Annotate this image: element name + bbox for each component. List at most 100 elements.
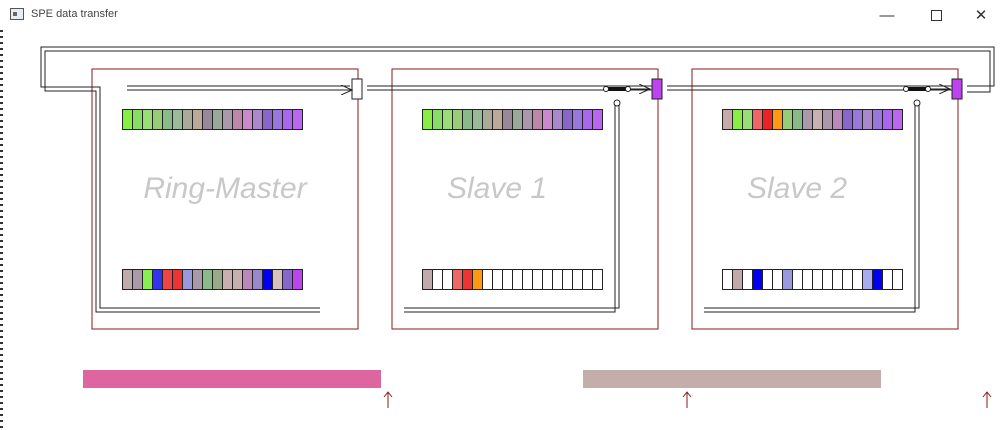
minimize-button[interactable]: —	[864, 0, 910, 30]
minimize-icon: —	[879, 6, 895, 24]
top-buffer-cell	[802, 109, 813, 130]
position-arrow-icon	[982, 391, 992, 408]
top-buffer-cell	[592, 109, 603, 130]
top-buffer-cell	[842, 109, 853, 130]
switch-node	[625, 86, 631, 92]
bottom-buffer-cell	[532, 269, 543, 290]
bottom-buffer-cell	[242, 269, 253, 290]
panel-2	[691, 68, 963, 330]
top-buffer-cell	[742, 109, 753, 130]
switch-node	[603, 86, 609, 92]
switch-node	[913, 99, 921, 107]
top-buffer-cell	[582, 109, 593, 130]
slave-internal-wire	[404, 103, 620, 309]
connector-box	[351, 78, 363, 100]
top-buffer-cell	[492, 109, 503, 130]
panel-label-slave-2: Slave 2	[746, 172, 848, 205]
transfer-progress-bar	[583, 370, 881, 388]
top-buffer-cell	[172, 109, 183, 130]
position-arrow-icon	[383, 391, 393, 408]
top-buffer-cell	[562, 109, 573, 130]
bottom-buffer-cell	[832, 269, 843, 290]
top-buffer-cell	[522, 109, 533, 130]
bottom-buffer-cell	[442, 269, 453, 290]
top-buffer-cell	[252, 109, 263, 130]
bottom-buffer-cell	[882, 269, 893, 290]
bottom-buffer-cell	[152, 269, 163, 290]
bottom-buffer-cell	[182, 269, 193, 290]
bottom-buffer-cell	[162, 269, 173, 290]
top-buffer-cell	[202, 109, 213, 130]
bottom-buffer-cell	[512, 269, 523, 290]
top-buffer-cell	[752, 109, 763, 130]
bottom-buffer-cell	[452, 269, 463, 290]
panel-label-slave-1: Slave 1	[446, 172, 548, 205]
top-buffer-cell	[262, 109, 273, 130]
top-buffer-cell	[852, 109, 863, 130]
top-buffer-cell	[232, 109, 243, 130]
title-bar: SPE data transfer — ✕	[0, 0, 1000, 30]
close-icon: ✕	[974, 7, 988, 24]
top-buffer-cell	[292, 109, 303, 130]
top-buffer-cell	[872, 109, 883, 130]
bottom-buffer-cell	[432, 269, 443, 290]
panel-border	[91, 68, 359, 330]
bottom-buffer-cell	[732, 269, 743, 290]
top-buffer-cell	[822, 109, 833, 130]
panel-border	[391, 68, 659, 330]
bottom-buffer-cell	[762, 269, 773, 290]
bottom-buffer-cell	[802, 269, 813, 290]
top-buffer-cell	[532, 109, 543, 130]
bottom-buffer-cell	[812, 269, 823, 290]
top-buffer-cell	[142, 109, 153, 130]
top-buffer-cell	[862, 109, 873, 130]
bottom-buffer-cell	[212, 269, 223, 290]
top-buffer-cell	[242, 109, 253, 130]
bottom-buffer-cell	[482, 269, 493, 290]
bottom-buffer-cell	[462, 269, 473, 290]
top-buffer-cell	[122, 109, 133, 130]
connector-box	[951, 78, 963, 100]
top-buffer-cell	[462, 109, 473, 130]
bottom-buffer-cell	[122, 269, 133, 290]
bottom-buffer-cell	[542, 269, 553, 290]
bottom-buffer-cell	[472, 269, 483, 290]
bottom-buffer-cell	[792, 269, 803, 290]
panel-0	[91, 68, 363, 330]
connector-box	[651, 78, 663, 100]
bottom-buffer-cell	[282, 269, 293, 290]
top-buffer-cell	[482, 109, 493, 130]
top-buffer-cell	[182, 109, 193, 130]
bottom-buffer-cell	[892, 269, 903, 290]
bottom-buffer-cell	[202, 269, 213, 290]
bottom-buffer-cell	[142, 269, 153, 290]
top-buffer-cell	[882, 109, 893, 130]
top-buffer-cell	[472, 109, 483, 130]
bottom-buffer-cell	[822, 269, 833, 290]
top-buffer-cell	[552, 109, 563, 130]
maximize-button[interactable]	[913, 0, 959, 30]
window-title: SPE data transfer	[31, 8, 118, 20]
bottom-buffer-cell	[272, 269, 283, 290]
top-buffer-cell	[132, 109, 143, 130]
top-buffer-cell	[772, 109, 783, 130]
bottom-buffer-cell	[862, 269, 873, 290]
top-buffer-cell	[442, 109, 453, 130]
top-buffer-cell	[892, 109, 903, 130]
top-buffer-cell	[222, 109, 233, 130]
switch-node	[613, 99, 621, 107]
close-button[interactable]: ✕	[958, 0, 1000, 30]
switch-node	[925, 86, 931, 92]
bottom-buffer-cell	[192, 269, 203, 290]
bottom-buffer-cell	[502, 269, 513, 290]
top-buffer-cell	[422, 109, 433, 130]
bottom-buffer-cell	[522, 269, 533, 290]
top-buffer-cell	[812, 109, 823, 130]
top-buffer-cell	[192, 109, 203, 130]
top-buffer-cell	[272, 109, 283, 130]
top-buffer-cell	[452, 109, 463, 130]
switch-bar	[608, 87, 626, 91]
top-buffer-cell	[732, 109, 743, 130]
top-buffer-cell	[762, 109, 773, 130]
top-buffer-cell	[572, 109, 583, 130]
